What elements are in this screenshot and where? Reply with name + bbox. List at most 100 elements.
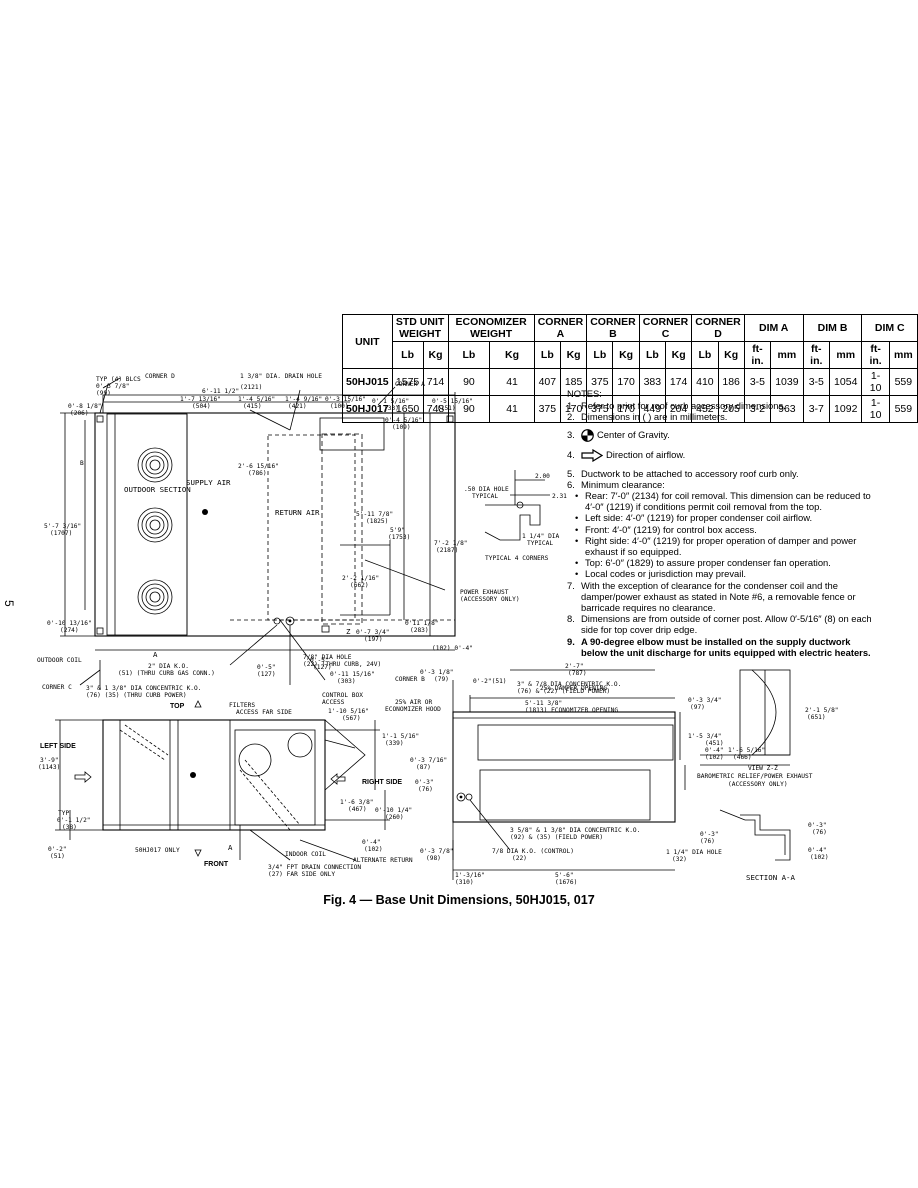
lbl-typ: TYP — [58, 810, 69, 817]
lbl-109: (109) — [392, 424, 411, 431]
lbl-power-exhaust: POWER EXHAUST — [460, 589, 509, 596]
lbl-d-03-1516: 0'-3 15/16" — [325, 396, 366, 403]
lbl-99: (99) — [96, 390, 111, 397]
lbl-unit017: 50HJ017 ONLY — [135, 847, 180, 854]
lbl-197: (197) — [364, 636, 383, 643]
lbl-r-02: 0'-2"(51) — [473, 678, 507, 685]
table-cell: 1575 — [391, 368, 424, 396]
lbl-d-72: 7'-2 1/8" — [434, 540, 468, 547]
lbl-127b: (127) — [313, 664, 332, 671]
table-cell: 410 — [691, 368, 719, 396]
lbl-typical-2: TYPICAL — [527, 540, 553, 547]
lbl-662: (662) — [350, 582, 369, 589]
lbl-d-07: 0'-7 3/4" — [356, 629, 390, 636]
lbl-r-dia-358: 3 5/8" & 1 3/8" DIA CONCENTRIC K.O. — [510, 827, 640, 834]
page-number: 5 — [2, 600, 16, 607]
lbl-dia-ko: 2" DIA K.O. — [148, 663, 189, 670]
lbl-npt: 3/4" FPT DRAIN CONNECTION — [268, 864, 361, 871]
note-8: 8.Dimensions are from outside of corner … — [567, 613, 872, 636]
note-6-right: •Right side: 4′-0″ (1219) for proper ope… — [575, 534, 857, 558]
lbl-air-hood: 25% AIR OR — [395, 699, 433, 706]
center-of-gravity-icon — [581, 428, 594, 442]
table-cell: 1650 — [391, 395, 424, 423]
table-cell: 1054 — [828, 368, 863, 396]
lbl-d-011: 0'11 1/8" — [405, 620, 439, 627]
lbl-outdoor-coil-1: OUTDOOR COIL — [37, 657, 82, 664]
th-sub: Lb — [447, 341, 491, 369]
lbl-npt-2: (27) FAR SIDE ONLY — [268, 871, 335, 878]
th-sub: ft-in. — [743, 341, 772, 369]
table-cell: 963 — [770, 395, 804, 423]
lbl-d-39: 3'-9" — [40, 757, 59, 764]
th-dim-b: DIM B — [802, 314, 863, 342]
lbl-z: Z — [346, 627, 351, 636]
lbl-d-57: 5'-7 3/16" — [44, 523, 81, 530]
lbl-22-curb: (22) (THRU CURB, 24V) — [303, 661, 381, 668]
lbl-supply-air: SUPPLY AIR — [186, 478, 231, 487]
lbl-baro: BAROMETRIC RELIEF/POWER EXHAUST — [697, 773, 813, 780]
lbl-1825: (1825) — [366, 518, 388, 525]
lbl-102: (102) 0'-4" — [432, 645, 473, 652]
th-econ-weight: ECONOMIZER WEIGHT — [447, 314, 535, 342]
lbl-415: (415) — [243, 403, 262, 410]
th-corner-c: CORNER C — [638, 314, 693, 342]
lbl-top: TOP — [170, 703, 185, 710]
table-cell: 559 — [888, 368, 918, 396]
th-sub: mm — [828, 341, 863, 369]
lbl-339: (339) — [385, 740, 404, 747]
lbl-r-32: (32) — [672, 856, 687, 863]
lbl-r-damper: 25% DAMPER OPENING — [540, 685, 607, 692]
lbl-r-dia-78: 7/8 DIA K.O. (CONTROL) — [492, 848, 574, 855]
lbl-d-11: 1'-1 5/16" — [382, 733, 419, 740]
lbl-98: (98) — [426, 855, 441, 862]
note-3: 3. Center of Gravity. — [567, 429, 879, 442]
lbl-d-511: 5'-11 7/8" — [356, 511, 393, 518]
lbl-d-03-18: 0'-3 1/8" — [420, 669, 454, 676]
lbl-1143: (1143) — [38, 764, 60, 771]
table-cell: 407 — [533, 368, 561, 396]
lbl-r-102c: (102) — [810, 854, 829, 861]
lbl-r-03c: 0'-3" — [808, 822, 827, 829]
lbl-r-04c: 0'-4" — [808, 847, 827, 854]
th-sub: Lb — [691, 341, 719, 369]
note-6: 6.Minimum clearance: — [567, 478, 665, 490]
lbl-d-22: 2'-2 1/16" — [342, 575, 379, 582]
lbl-1707: (1707) — [50, 530, 72, 537]
lbl-access: ACCESS — [322, 699, 345, 706]
lbl-d-03-78: 0'-3 7/8" — [420, 848, 454, 855]
note-7: 7.With the exception of clearance for th… — [567, 579, 856, 614]
lbl-hole-114: 1 1/4" DIA — [522, 533, 560, 540]
lbl-d-011-1516: 0'-11 15/16" — [330, 671, 375, 678]
lbl-567: (567) — [342, 715, 361, 722]
lbl-274: (274) — [60, 627, 79, 634]
lbl-206: (206) — [70, 410, 89, 417]
lbl-87: (87) — [416, 764, 431, 771]
table-cell: 3-7 — [802, 395, 830, 423]
lbl-d-59: 5'9" — [390, 527, 405, 534]
lbl-indoor-coil: INDOOR COIL — [285, 851, 326, 858]
lbl-r-56: 5'-6" — [555, 872, 574, 879]
lbl-alt-return: ALTERNATE RETURN — [353, 857, 413, 864]
lbl-r-651: (651) — [807, 714, 826, 721]
lbl-33: (33) — [384, 405, 399, 412]
lbl-51: (51) — [50, 853, 65, 860]
lbl-section-aa: SECTION A-A — [746, 873, 795, 882]
lbl-303: (303) — [337, 678, 356, 685]
lbl-d-110: 1'-10 5/16" — [328, 708, 369, 715]
lbl-acc: (ACCESSORY ONLY) — [728, 781, 788, 788]
lbl-d-04: 0'-4 5/16" — [385, 417, 422, 424]
weight-dimension-table: UNIT STD UNIT WEIGHT ECONOMIZER WEIGHT C… — [342, 314, 918, 423]
lbl-d-01-12: 0'-1 1/2" — [57, 817, 91, 824]
th-sub: Kg — [612, 341, 640, 369]
lbl-d-611: 6'-11 1/2" — [202, 388, 239, 395]
lbl-r-1813: (1813) ECONOMIZER OPENING — [525, 707, 618, 714]
lbl-r-511: 5'-11 3/8" — [525, 700, 562, 707]
lbl-r-15: 1'-5 3/4" — [688, 733, 722, 740]
th-unit: UNIT — [342, 314, 393, 369]
lbl-hole-50: .50 DIA HOLE — [464, 486, 509, 493]
lbl-r-22: (22) — [512, 855, 527, 862]
lbl-filters: FILTERS — [229, 702, 255, 709]
lbl-r-102: (102) — [705, 754, 724, 761]
